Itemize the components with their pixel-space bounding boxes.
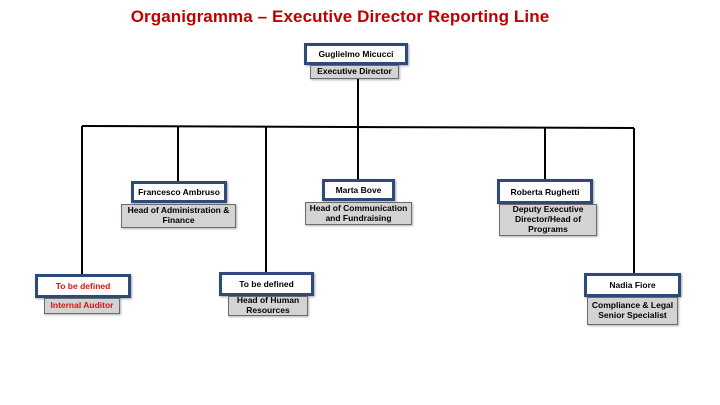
node-name-admin-finance: Francesco Ambruso (131, 181, 227, 203)
node-name-executive-director: Guglielmo Micucci (304, 43, 408, 65)
node-role-deputy: Deputy Executive Director/Head of Progra… (499, 204, 597, 236)
chart-title: Organigramma – Executive Director Report… (130, 7, 550, 26)
node-role-internal-auditor: Internal Auditor (44, 298, 120, 314)
node-name-compliance: Nadia Fiore (584, 273, 681, 297)
node-name-communication: Marta Bove (322, 179, 395, 201)
node-name-deputy: Roberta Rughetti (497, 179, 593, 204)
node-role-communication: Head of Communication and Fundraising (305, 202, 412, 225)
node-role-compliance: Compliance & Legal Senior Specialist (587, 297, 678, 325)
node-name-internal-auditor: To be defined (35, 274, 131, 298)
node-name-human-resources: To be defined (219, 272, 314, 296)
node-role-admin-finance: Head of Administration & Finance (121, 204, 236, 228)
node-role-executive-director: Executive Director (310, 65, 399, 79)
node-role-human-resources: Head of Human Resources (228, 295, 308, 316)
